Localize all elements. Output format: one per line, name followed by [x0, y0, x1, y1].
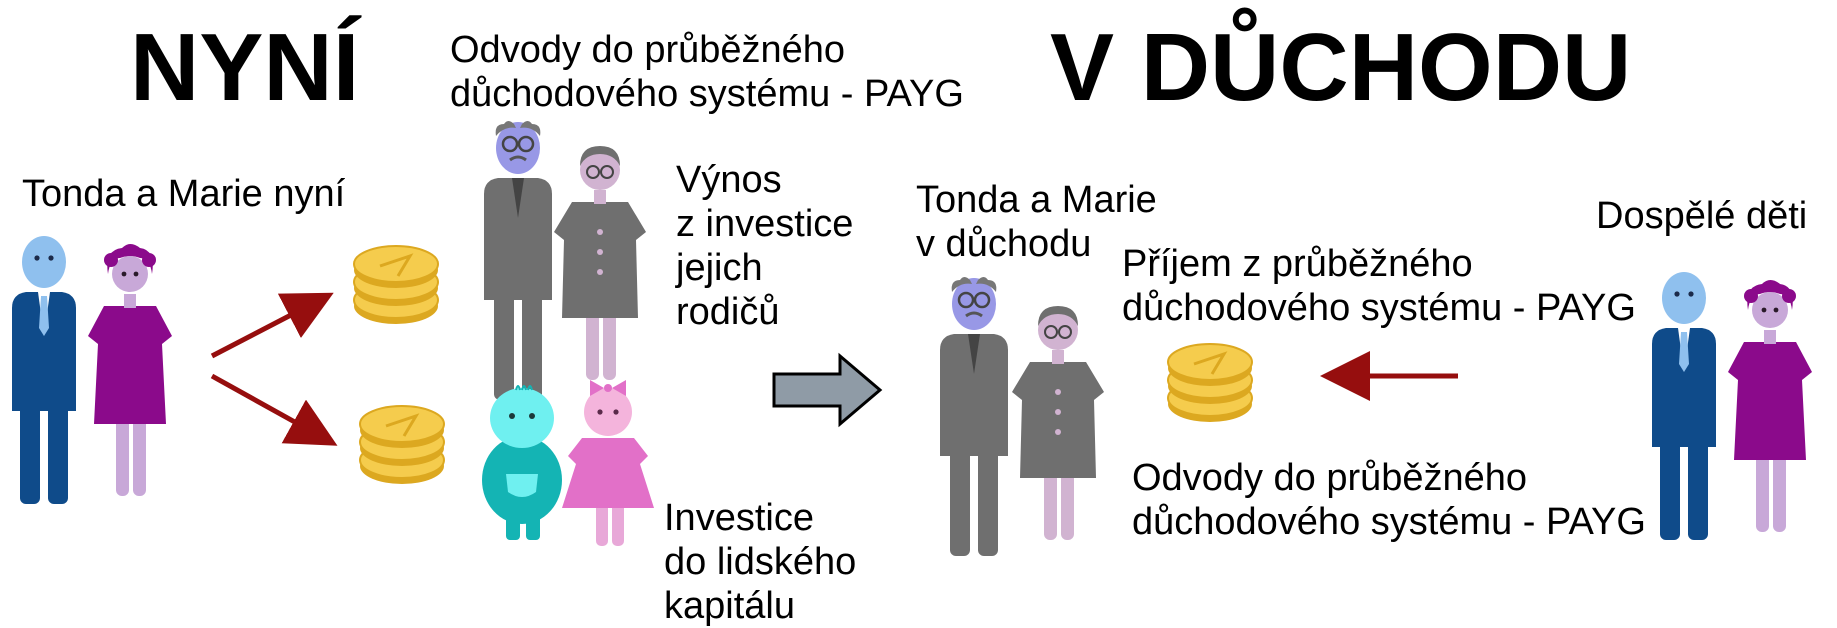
payg-income-line1: Příjem z průběžného [1122, 243, 1473, 285]
tonda-retired-figure [938, 275, 1010, 558]
coin-stack-parents [352, 244, 440, 326]
payg-contrib-top-line1: Odvody do průběžného [450, 29, 845, 71]
coin-stack-payg-income [1166, 342, 1254, 424]
payg-income-line2: důchodového systému - PAYG [1122, 287, 1636, 329]
human-capital-line3: kapitálu [664, 585, 795, 627]
couple-retired-line1: Tonda a Marie [916, 179, 1157, 221]
human-capital-line2: do lidského [664, 541, 856, 583]
coin-stack-children [358, 404, 446, 486]
heading-now: NYNÍ [130, 14, 362, 121]
parents-return-line2: z investice [676, 203, 853, 245]
couple-retired-line2: v důchodu [916, 223, 1091, 265]
payg-contrib-bottom-line1: Odvody do průběžného [1132, 457, 1527, 499]
human-capital-line1: Investice [664, 497, 814, 539]
baby-girl-figure [562, 380, 654, 546]
payg-contrib-bottom-line2: důchodového systému - PAYG [1132, 501, 1646, 543]
payg-contrib-top-line2: důchodového systému - PAYG [450, 73, 964, 115]
adult-children-label: Dospělé děti [1596, 195, 1807, 237]
arrow-to-children [210, 373, 338, 446]
grandmother-figure [553, 145, 647, 381]
transition-arrow [772, 352, 883, 428]
heading-retirement: V DŮCHODU [1050, 6, 1631, 121]
adult-son-figure [1652, 272, 1716, 540]
adult-daughter-figure [1728, 280, 1812, 532]
couple-now-label: Tonda a Marie nyní [22, 173, 346, 215]
young-man-figure [12, 236, 76, 504]
baby-boy-figure [481, 385, 563, 541]
arrow-to-parents [210, 292, 334, 359]
parents-return-line1: Výnos [676, 159, 782, 201]
grandfather-figure [482, 119, 554, 402]
marie-retired-figure [1011, 305, 1105, 541]
parents-return-line4: rodičů [676, 291, 780, 333]
young-woman-figure [88, 244, 172, 496]
parents-return-line3: jejich [675, 247, 763, 289]
